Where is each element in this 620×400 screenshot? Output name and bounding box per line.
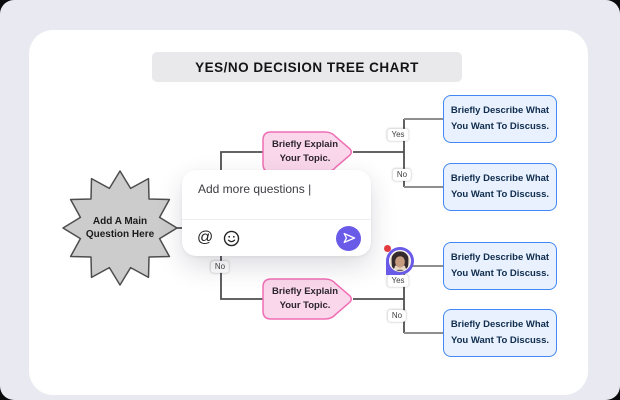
branch-node-bottom[interactable]	[262, 278, 352, 320]
collaborator-avatar[interactable]	[386, 247, 414, 275]
edge-bottom-stubs	[404, 265, 443, 334]
composer-input[interactable]: Add more questions |	[198, 182, 312, 196]
edge-label-yes-bottom: Yes	[387, 274, 409, 288]
send-button[interactable]	[336, 225, 361, 251]
leaf-node-4[interactable]: Briefly Describe What You Want To Discus…	[443, 309, 557, 357]
edge-label-no-top: No	[392, 168, 412, 182]
leaf-node-1[interactable]: Briefly Describe What You Want To Discus…	[443, 95, 557, 143]
comment-composer[interactable]: Add more questions | @	[182, 170, 371, 256]
root-node-label: Add A Main Question Here	[85, 215, 155, 240]
root-star-shape[interactable]	[62, 170, 178, 286]
emoji-icon[interactable]	[223, 230, 240, 247]
edge-label-no-left: No	[210, 260, 230, 274]
chart-title-banner: YES/NO DECISION TREE CHART	[152, 52, 462, 82]
notification-dot	[384, 245, 391, 252]
composer-divider	[182, 219, 371, 220]
edge-top-stubs	[404, 118, 443, 188]
mention-at-icon[interactable]: @	[197, 229, 214, 246]
leaf-node-2[interactable]: Briefly Describe What You Want To Discus…	[443, 163, 557, 211]
composer-toolbar: @	[197, 220, 361, 256]
chart-title: YES/NO DECISION TREE CHART	[195, 59, 419, 75]
branch-top-label: Briefly Explain Your Topic.	[272, 138, 338, 164]
collaborator-photo	[389, 250, 411, 272]
edge-label-yes-top: Yes	[387, 128, 409, 142]
branch-bottom-label: Briefly Explain Your Topic.	[272, 285, 338, 311]
send-plane-icon	[343, 232, 355, 244]
leaf-node-3[interactable]: Briefly Describe What You Want To Discus…	[443, 242, 557, 290]
edge-label-no-bottom: No	[387, 309, 407, 323]
